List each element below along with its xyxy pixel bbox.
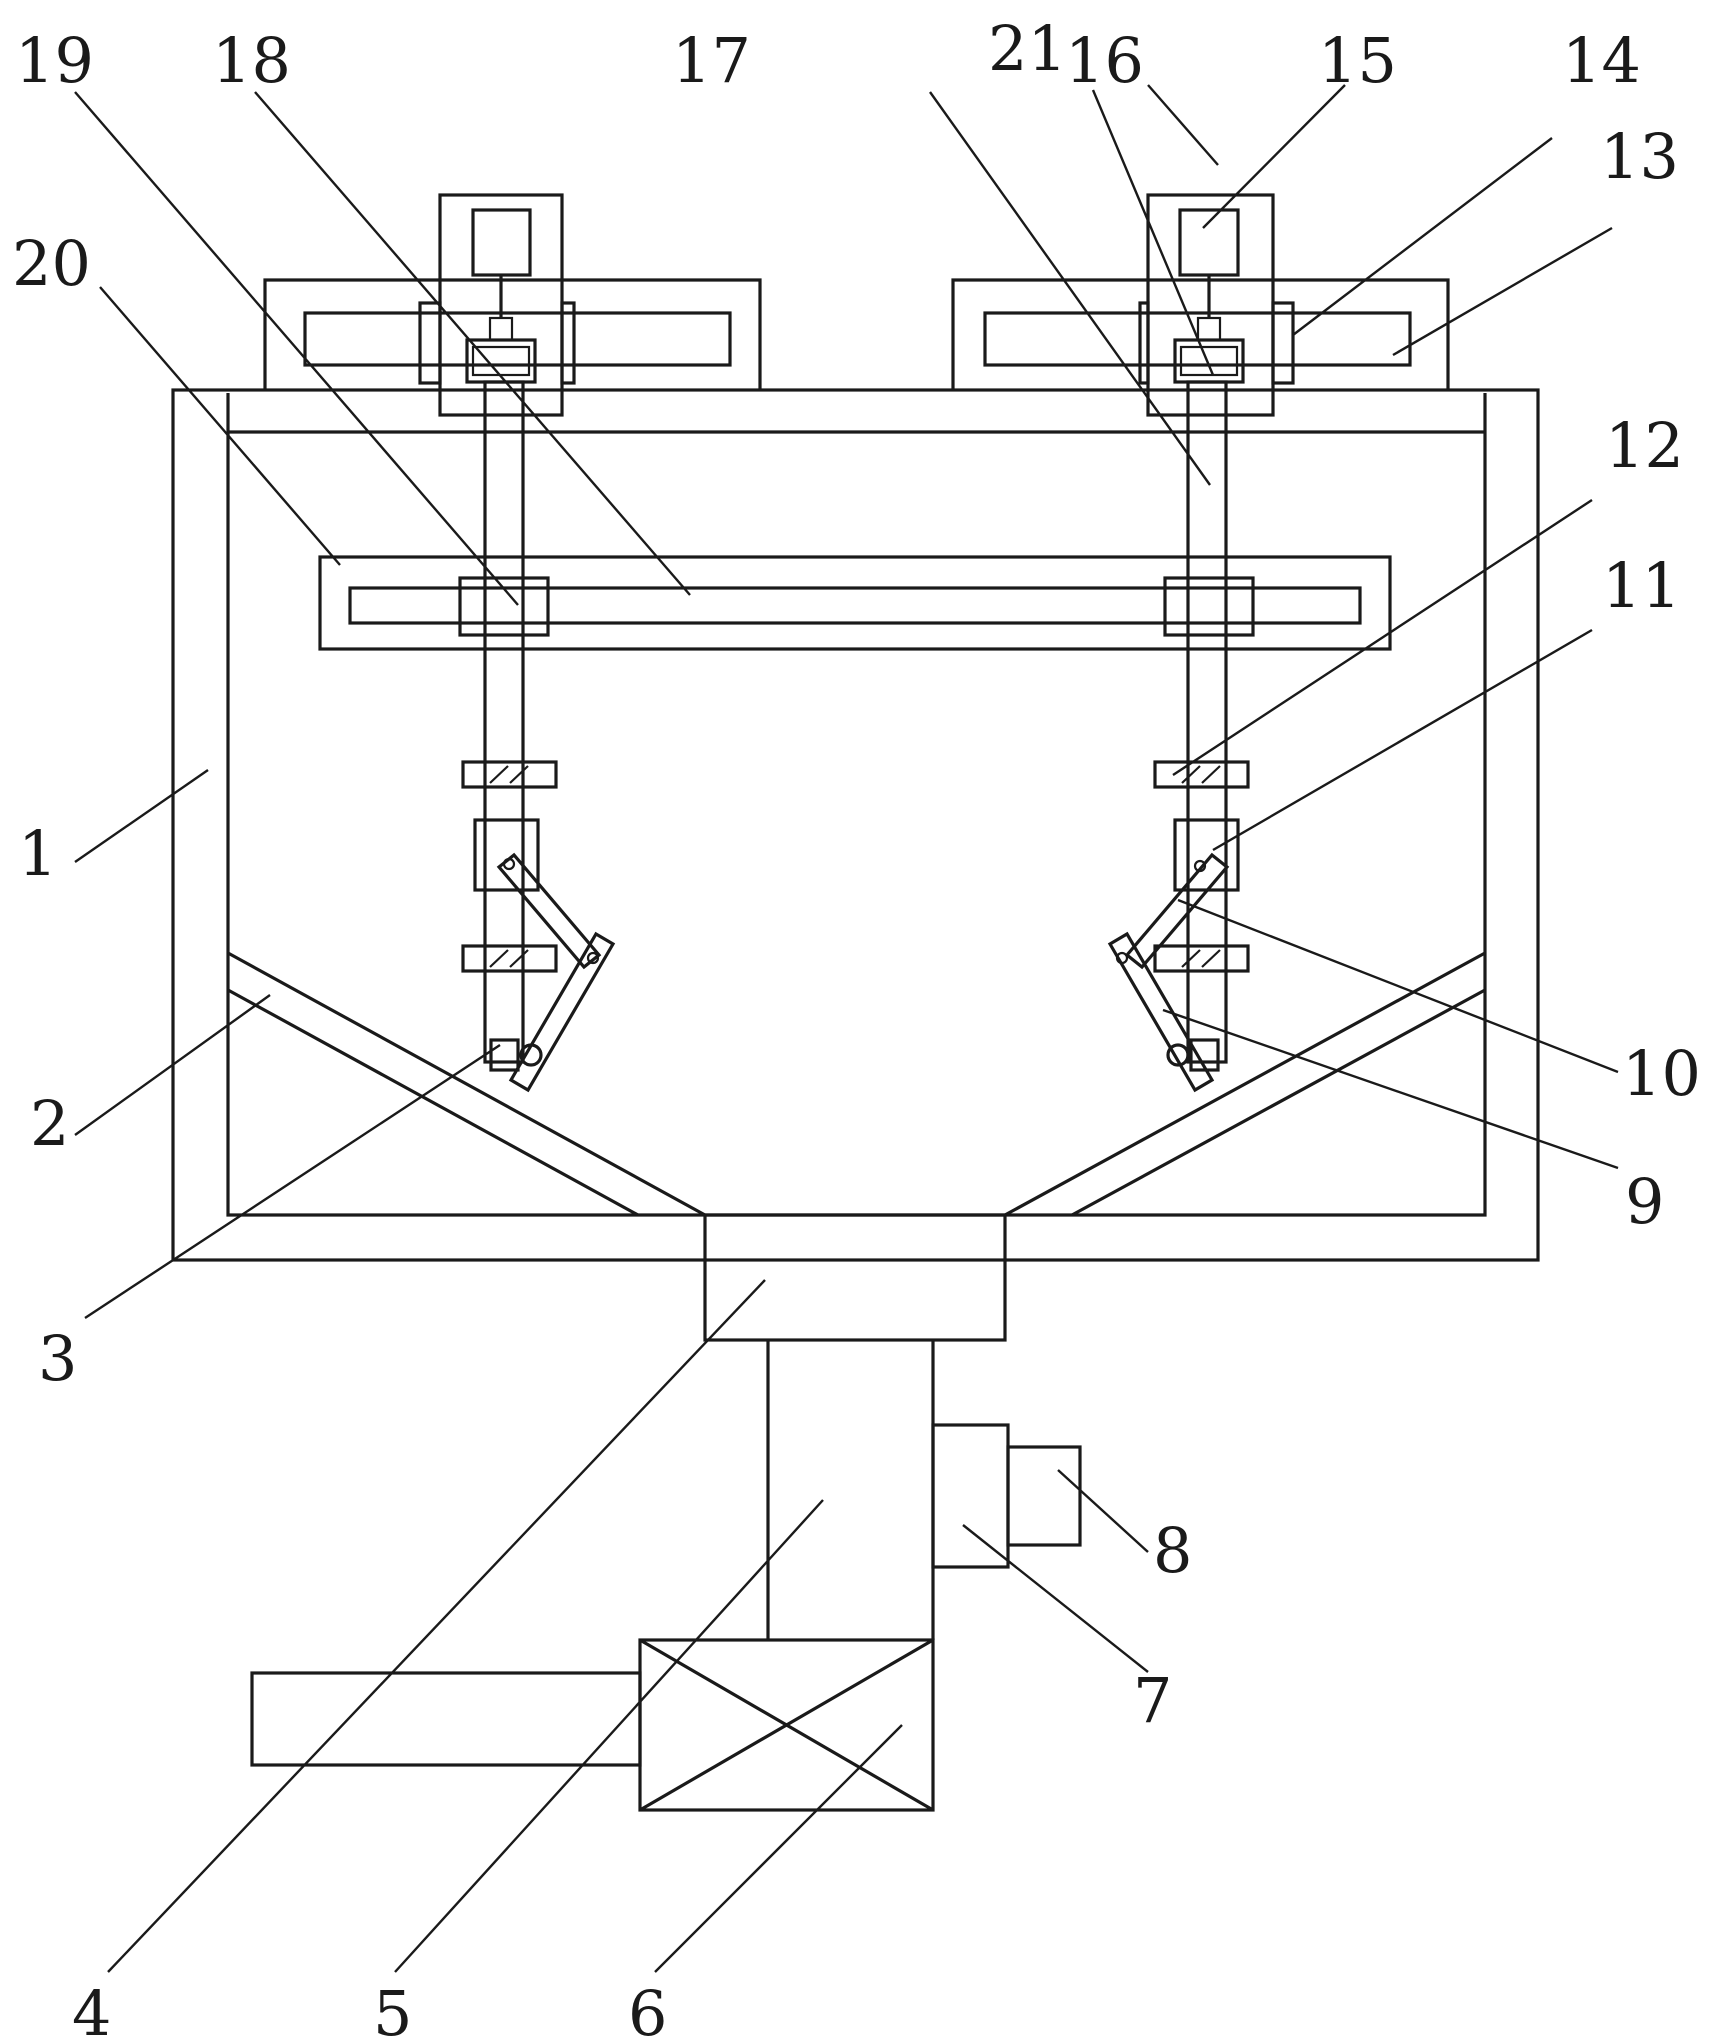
callout-7: 7 xyxy=(1133,1664,1172,1737)
callout-19: 19 xyxy=(15,24,94,97)
callout-9: 9 xyxy=(1625,1165,1664,1238)
funnel-plates xyxy=(227,951,1486,1217)
callout-6: 6 xyxy=(628,1977,667,2044)
housing xyxy=(171,388,1540,1262)
callout-5: 5 xyxy=(373,1977,412,2044)
leader-lines xyxy=(74,84,1619,1973)
callout-11: 11 xyxy=(1602,549,1681,622)
discharge-pipe xyxy=(766,1340,935,1640)
side-motor xyxy=(931,1423,1082,1569)
callout-8: 8 xyxy=(1153,1514,1192,1587)
callout-2: 2 xyxy=(30,1087,69,1160)
callout-10: 10 xyxy=(1622,1037,1701,1110)
callout-3: 3 xyxy=(38,1322,77,1395)
rail-assembly xyxy=(318,555,1392,651)
callout-15: 15 xyxy=(1318,24,1397,97)
valve xyxy=(250,1638,935,1812)
callout-21: 21 xyxy=(988,12,1067,85)
callout-12: 12 xyxy=(1605,409,1684,482)
callout-17: 17 xyxy=(672,24,751,97)
callout-13: 13 xyxy=(1600,120,1679,193)
vertical-shafts xyxy=(483,380,1228,1064)
top-left-assembly xyxy=(263,193,762,417)
outlet-box xyxy=(703,1213,1007,1342)
callout-20: 20 xyxy=(12,227,91,300)
callout-18: 18 xyxy=(212,24,291,97)
callout-4: 4 xyxy=(72,1977,111,2044)
callout-16: 16 xyxy=(1065,24,1144,97)
left-stirrer xyxy=(461,760,616,1093)
callout-14: 14 xyxy=(1562,24,1641,97)
callouts: 1 2 3 4 5 6 7 8 9 10 11 12 13 14 15 16 2… xyxy=(12,12,1701,2044)
right-stirrer xyxy=(1107,760,1250,1093)
top-right-assembly xyxy=(951,193,1450,417)
callout-1: 1 xyxy=(18,817,57,890)
